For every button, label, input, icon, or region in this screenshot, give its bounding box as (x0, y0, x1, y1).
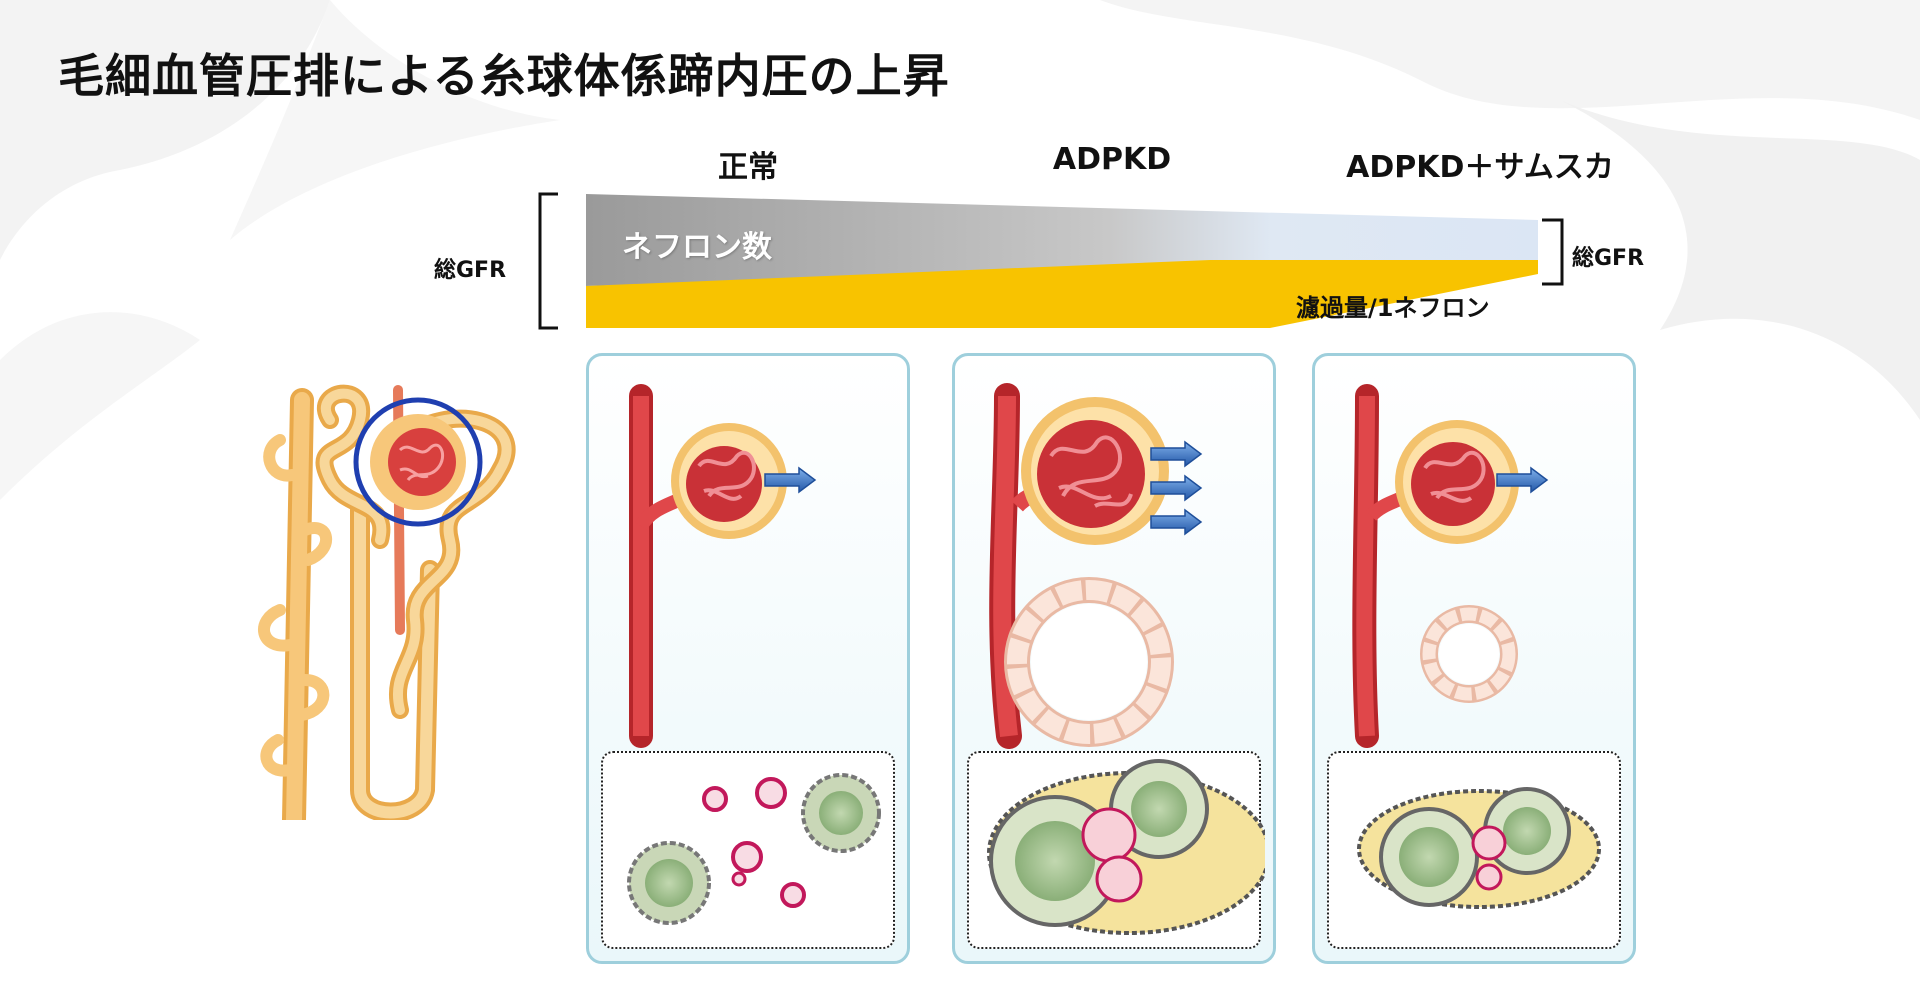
column-header-adpkd: ADPKD (1052, 142, 1172, 177)
nephron-illustration (258, 384, 516, 820)
cyst-large (1004, 577, 1174, 747)
column-header-adpkd-samsca: ADPKD＋サムスカ (1346, 150, 1614, 185)
gfr-bar-diagram (538, 192, 1564, 330)
filtration-arrows-triple (1150, 440, 1203, 536)
filtration-band (586, 260, 1538, 328)
panel-normal (586, 353, 910, 964)
glomerulus-normal (629, 384, 817, 748)
cyst-small (1420, 605, 1518, 703)
total-gfr-label-left: 総GFR (434, 258, 507, 283)
glomerulus-adpkd (989, 383, 1203, 749)
page-title: 毛細血管圧排による糸球体係蹄内圧の上昇 (58, 49, 950, 103)
tissue-inset-normal (601, 751, 895, 949)
glomerulus-adpkd-samsca (1352, 384, 1549, 748)
filtration-per-nephron-label: 濾過量/1ネフロン (1296, 294, 1490, 322)
panel-adpkd-samsca (1312, 353, 1636, 964)
panel-adpkd (952, 353, 1276, 964)
tissue-inset-adpkd-samsca (1327, 751, 1621, 949)
right-bracket (1542, 218, 1564, 286)
nephron-count-label: ネフロン数 (622, 230, 772, 265)
glomerulus-highlight-circle (353, 397, 483, 527)
total-gfr-label-right: 総GFR (1572, 246, 1645, 271)
filtration-arrow (764, 466, 817, 494)
column-header-normal: 正常 (718, 150, 778, 185)
tissue-inset-adpkd (967, 751, 1265, 949)
filtration-arrow (1496, 466, 1549, 494)
left-bracket (538, 192, 558, 330)
